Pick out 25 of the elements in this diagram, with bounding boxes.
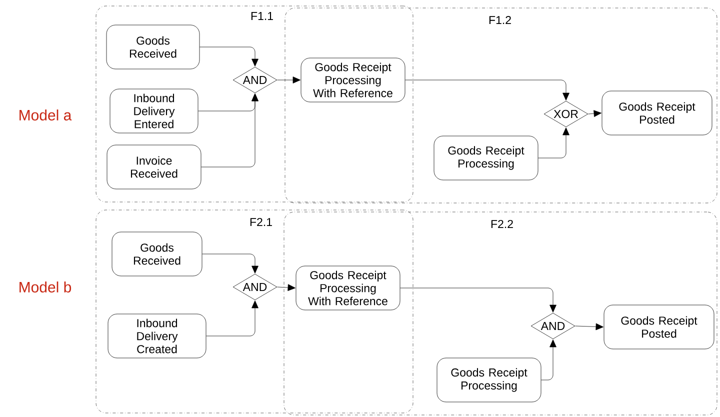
arrow <box>206 300 258 336</box>
event-box: Inbound Delivery Entered <box>110 88 198 134</box>
arrow <box>200 46 258 66</box>
event-box: Goods Receipt Processing <box>436 358 542 402</box>
model-label: Model a <box>20 110 72 120</box>
arrow <box>400 288 556 312</box>
arrow <box>201 94 258 168</box>
arrow <box>588 110 602 117</box>
model-label: Model b <box>20 281 72 292</box>
event-box: Inbound Delivery Created <box>108 314 206 358</box>
arrow <box>202 254 258 274</box>
event-box: Goods Receipt Processing With Reference <box>300 58 406 102</box>
arrow <box>575 323 604 330</box>
event-box: Goods Received <box>112 232 202 276</box>
event-box: Goods Receipt Processing With Reference <box>296 266 400 310</box>
event-box: Goods Received <box>106 24 200 70</box>
event-box: Goods Receipt Posted <box>602 90 712 136</box>
arrow <box>277 284 296 291</box>
arrow <box>277 76 300 84</box>
event-box: Goods Receipt Processing <box>434 136 538 180</box>
arrow <box>538 128 570 158</box>
event-box: Invoice Received <box>106 144 202 190</box>
event-box: Goods Receipt Posted <box>604 304 714 350</box>
arrow <box>541 340 556 380</box>
arrow <box>405 80 570 100</box>
